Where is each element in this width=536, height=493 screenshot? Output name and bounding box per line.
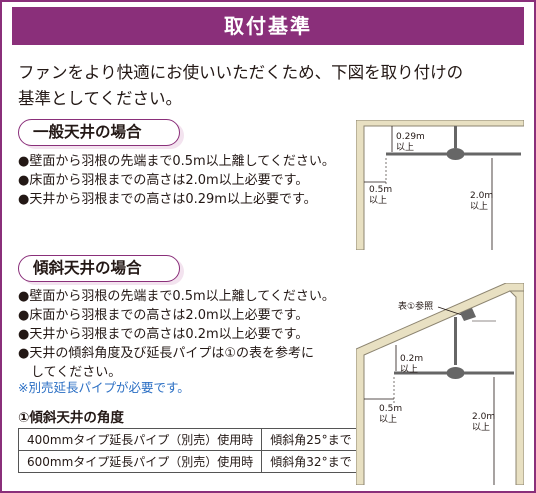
slope-floor-gap-unit: 以上 bbox=[472, 422, 490, 433]
slope-bullet: ●床面から羽根までの高さは2.0m以上必要です。 bbox=[18, 308, 309, 323]
flat-fan-motor bbox=[446, 148, 465, 160]
angle-table: 400mmタイプ延長パイプ（別売）使用時 傾斜角25°まで 600mmタイプ延長… bbox=[17, 428, 361, 473]
table-row: 600mmタイプ延長パイプ（別売）使用時 傾斜角32°まで bbox=[17, 450, 361, 473]
slope-room-wall bbox=[356, 283, 524, 485]
flat-wall-gap-label: 0.5m bbox=[369, 185, 392, 195]
slope-heading: 傾斜天井の場合 bbox=[18, 255, 180, 282]
intro-line-2: 基準としてください。 bbox=[18, 89, 183, 108]
flat-bullets: ●壁面から羽根の先端まで0.5m以上離してください。 ●床面から羽根までの高さは… bbox=[18, 152, 335, 209]
slope-floor-gap-label: 2.0m bbox=[472, 412, 495, 422]
slope-ref-label: 表①参照 bbox=[398, 300, 433, 312]
sloped-ceiling-diagram: 表①参照 0.2m 以上 0.5m 以上 2.0m 以上 bbox=[356, 283, 524, 485]
table-cell-angle: 傾斜角25°まで bbox=[261, 428, 361, 451]
slope-fan-motor bbox=[446, 367, 465, 379]
flat-heading: 一般天井の場合 bbox=[18, 119, 180, 146]
optional-pipe-note: ※別売延長パイプが必要です。 bbox=[18, 380, 190, 395]
slope-bullet: ●天井の傾斜角度及び延長パイプは①の表を参考に bbox=[18, 346, 314, 361]
slope-bullet: ●壁面から羽根の先端まで0.5m以上離してください。 bbox=[18, 289, 335, 304]
flat-wall-gap-unit: 以上 bbox=[369, 195, 387, 206]
slope-wall-gap-unit: 以上 bbox=[379, 414, 397, 425]
flat-ceiling-gap-label: 0.29m bbox=[396, 132, 425, 142]
table-cell-pipe: 600mmタイプ延長パイプ（別売）使用時 bbox=[17, 450, 263, 473]
flat-floor-gap-label: 2.0m bbox=[470, 191, 493, 201]
slope-ceiling-gap-label: 0.2m bbox=[400, 354, 423, 364]
table-row: 400mmタイプ延長パイプ（別売）使用時 傾斜角25°まで bbox=[17, 428, 361, 451]
flat-fan-rod bbox=[454, 126, 457, 148]
flat-ceiling-diagram: 0.29m 以上 0.5m 以上 2.0m 以上 bbox=[356, 120, 524, 250]
slope-fan-mount bbox=[460, 308, 476, 321]
intro-line-1: ファンをより快適にお使いいただくため、下図を取り付けの bbox=[18, 63, 464, 82]
flat-bullet: ●床面から羽根までの高さは2.0m以上必要です。 bbox=[18, 173, 309, 188]
flat-bullet: ●天井から羽根までの高さは0.29m以上必要です。 bbox=[18, 192, 317, 207]
flat-ceiling-gap-unit: 以上 bbox=[396, 142, 414, 153]
angle-table-title: ①傾斜天井の角度 bbox=[18, 410, 124, 426]
slope-bullet: ●天井から羽根までの高さは0.2m以上必要です。 bbox=[18, 327, 309, 342]
slope-wall-gap-label: 0.5m bbox=[379, 404, 402, 414]
intro-text: ファンをより快適にお使いいただくため、下図を取り付けの 基準としてください。 bbox=[18, 60, 528, 112]
table-cell-pipe: 400mmタイプ延長パイプ（別売）使用時 bbox=[17, 428, 263, 451]
slope-fan-rod bbox=[454, 317, 457, 365]
flat-bullet: ●壁面から羽根の先端まで0.5m以上離してください。 bbox=[18, 154, 335, 169]
page-title: 取付基準 bbox=[12, 7, 524, 45]
table-cell-angle: 傾斜角32°まで bbox=[261, 450, 361, 473]
slope-bullets: ●壁面から羽根の先端まで0.5m以上離してください。 ●床面から羽根までの高さは… bbox=[18, 287, 335, 382]
flat-floor-gap-unit: 以上 bbox=[470, 201, 488, 212]
slope-bullet: してください。 bbox=[18, 365, 122, 380]
slope-ceiling-gap-unit: 以上 bbox=[400, 364, 418, 375]
